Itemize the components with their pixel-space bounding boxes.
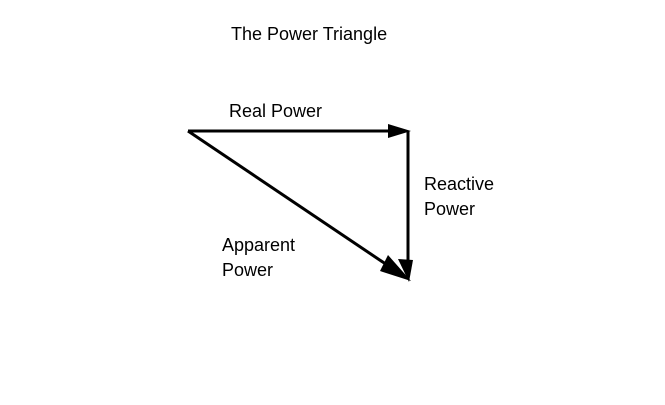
apparent-power-arrow xyxy=(187,129,403,277)
apparent-power-label-line-2: Power xyxy=(222,260,274,280)
reactive-power-label-line-1: Reactive xyxy=(424,174,495,194)
real-power-label: Real Power xyxy=(229,101,323,121)
apparent-power-arrowhead xyxy=(380,255,411,281)
real-power-arrowhead xyxy=(388,124,411,138)
reactive-power-label: Reactive Power xyxy=(424,172,494,222)
reactive-power-arrowhead xyxy=(398,259,413,282)
reactive-power-label-line-2: Power xyxy=(424,199,476,219)
diagram-title: The Power Triangle xyxy=(231,24,388,44)
apparent-power-label: Apparent Power xyxy=(222,233,295,283)
apparent-power-label-line-1: Apparent xyxy=(222,235,296,255)
